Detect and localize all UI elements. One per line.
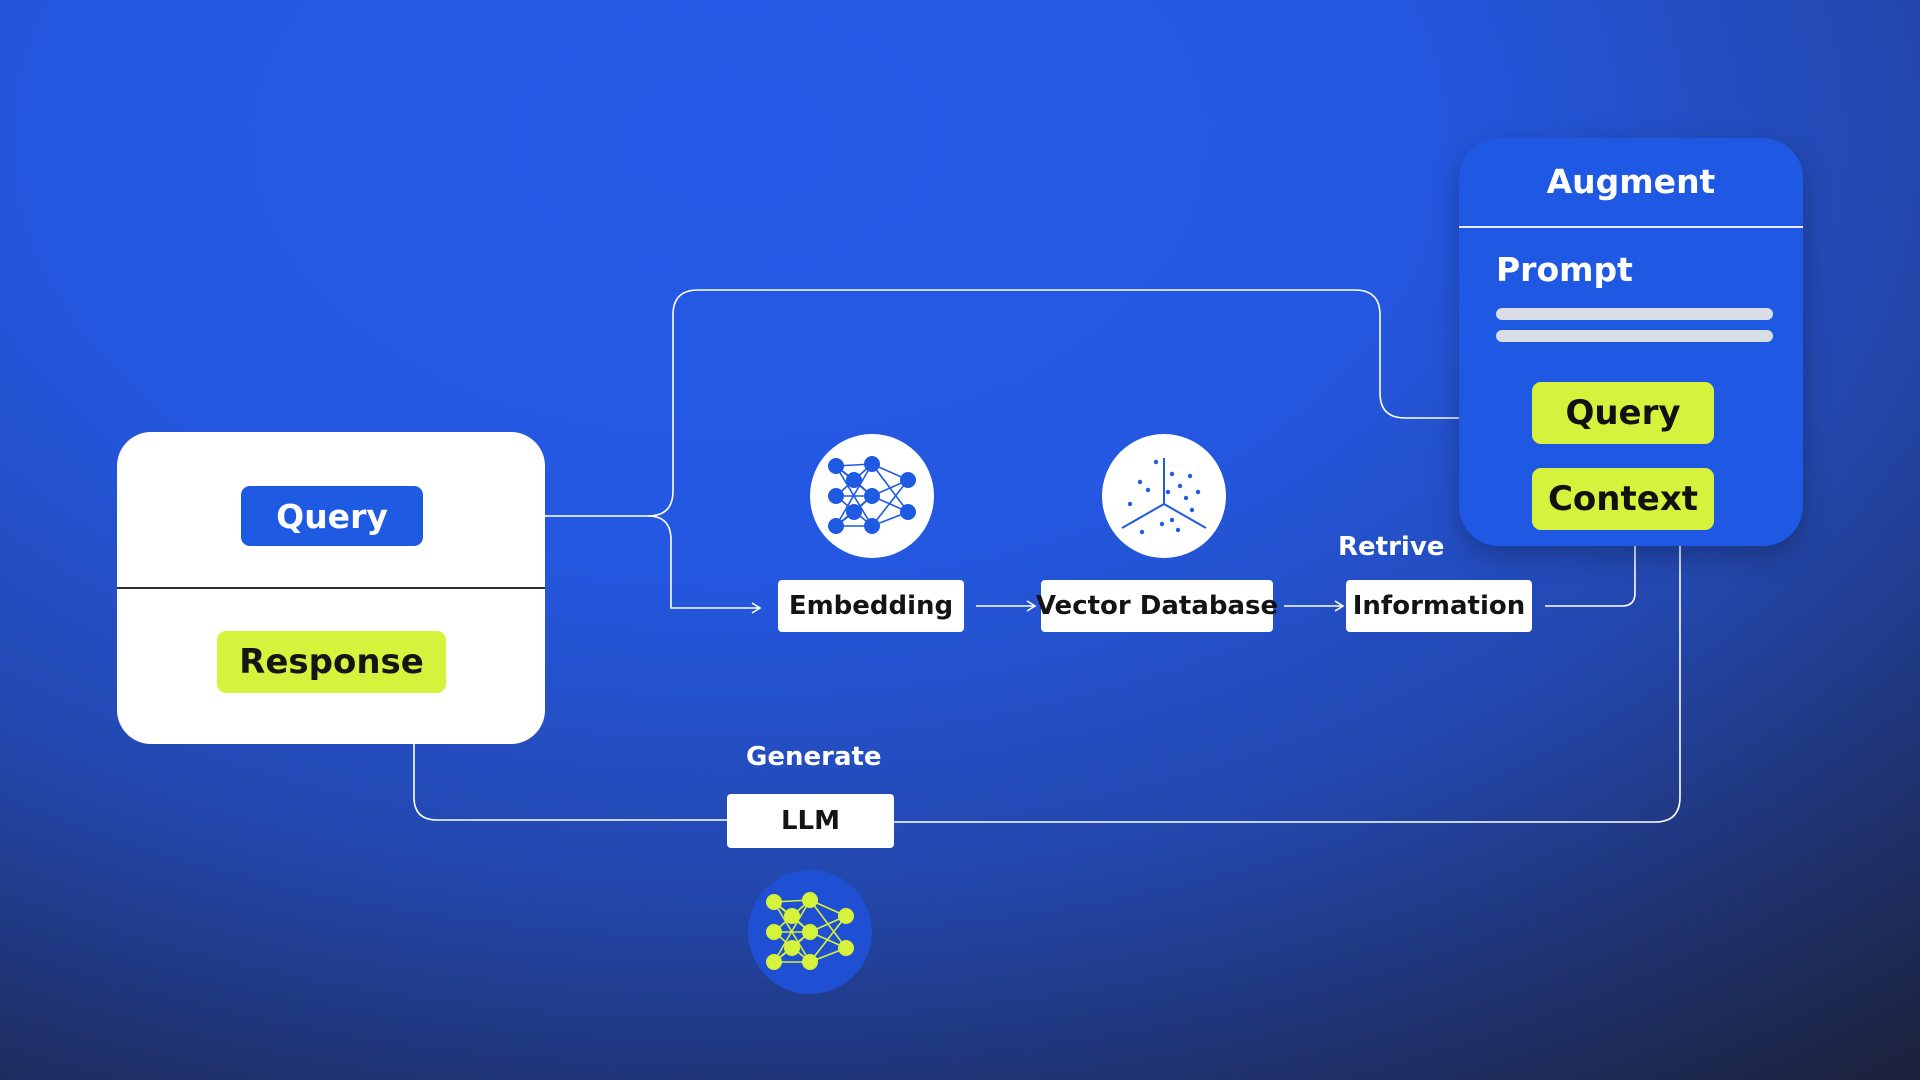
connector-information-to-context: [1545, 532, 1641, 607]
llm-box[interactable]: LLM: [727, 794, 894, 848]
prompt-text-line: [1496, 330, 1773, 342]
vector-space-icon: [1102, 434, 1226, 558]
connector-llm-to-response: [408, 708, 727, 821]
embedding-box[interactable]: Embedding: [778, 580, 964, 632]
augment-divider: [1459, 226, 1803, 228]
connector-query-to-embedding: [647, 515, 762, 614]
response-pill[interactable]: Response: [217, 631, 446, 693]
query-response-card: Query Response: [117, 432, 545, 744]
connector-augment-to-llm: [894, 546, 1681, 823]
neural-network-icon: [810, 434, 934, 558]
retrieve-caption: Retrive: [1338, 532, 1445, 562]
information-box[interactable]: Information: [1346, 580, 1532, 632]
augment-title: Augment: [1546, 162, 1716, 201]
vector-database-box[interactable]: Vector Database: [1036, 580, 1278, 632]
augment-query-pill[interactable]: Query: [1532, 382, 1714, 444]
connector-query-to-augment: [545, 289, 1510, 517]
augment-card: Augment Prompt Query Context: [1459, 138, 1803, 546]
generate-caption: Generate: [746, 742, 882, 772]
prompt-text-line: [1496, 308, 1773, 320]
query-pill[interactable]: Query: [241, 486, 423, 546]
prompt-label: Prompt: [1496, 250, 1633, 289]
augment-context-pill[interactable]: Context: [1532, 468, 1714, 530]
neural-network-icon: [748, 870, 872, 994]
card-divider: [117, 587, 545, 589]
